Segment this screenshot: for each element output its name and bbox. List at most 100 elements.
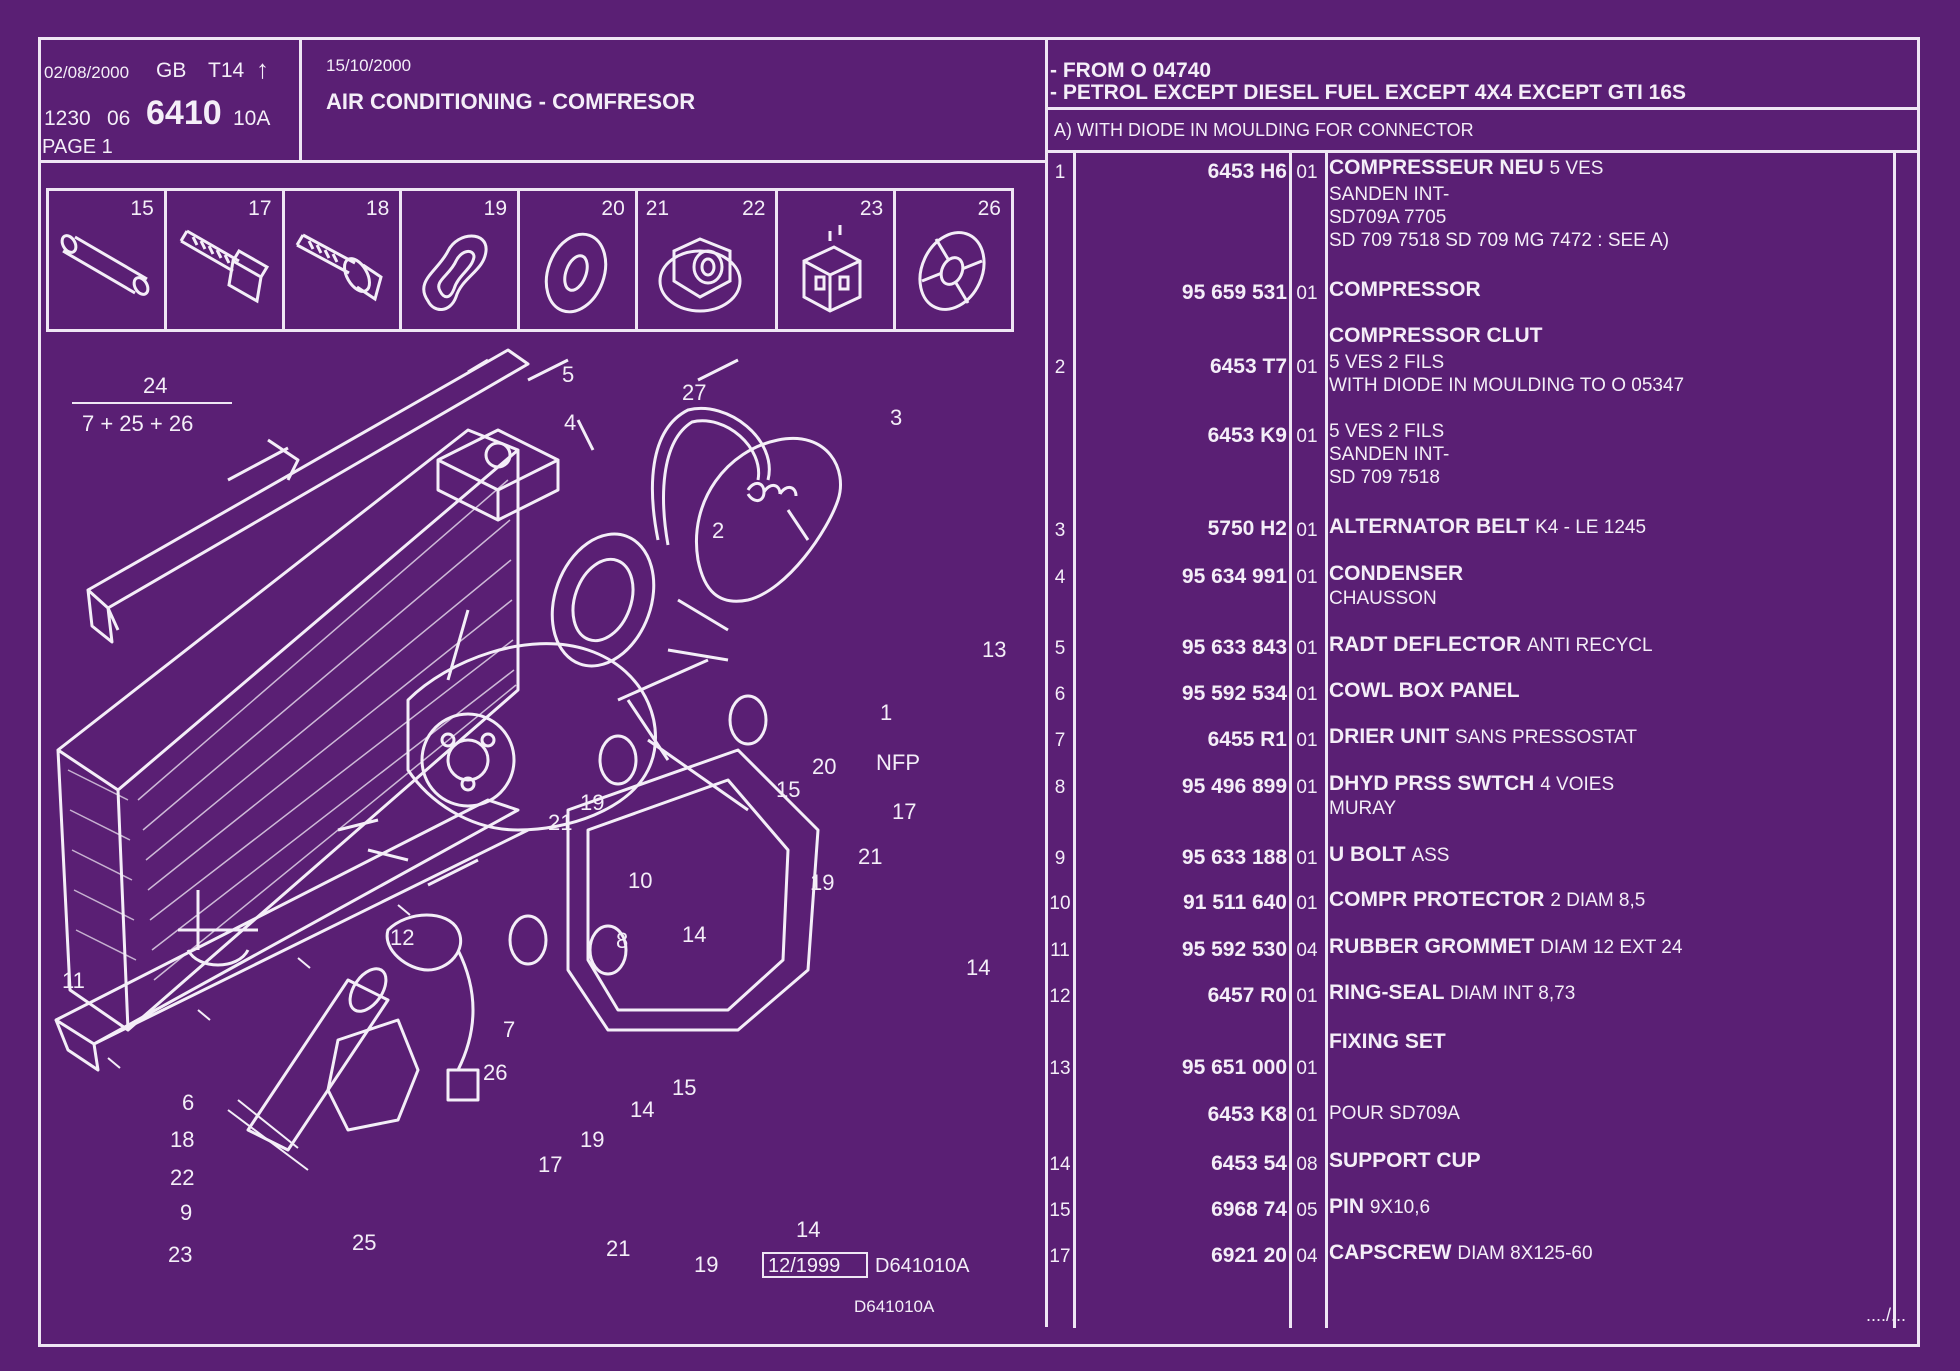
callout-25: 25 — [352, 1230, 377, 1255]
part-reference: 6453 T7 — [1209, 355, 1287, 378]
formula-rule — [72, 402, 232, 404]
part-quantity: 05 — [1296, 1200, 1318, 1221]
stamp-date: 12/1999 — [768, 1255, 841, 1277]
part-description: PIN 9X10,6 — [1329, 1195, 1431, 1218]
callout-10: 10 — [628, 868, 653, 893]
part-detail-line: 5 VES 2 FILS — [1329, 421, 1445, 442]
callout-12: 12 — [390, 925, 415, 950]
part-description: ALTERNATOR BELT K4 - LE 1245 — [1329, 515, 1647, 538]
part-quantity: 01 — [1296, 283, 1318, 304]
part-quantity: 01 — [1296, 893, 1318, 914]
u-bolt-shape — [178, 890, 258, 967]
row-index: 7 — [1054, 730, 1066, 751]
callout-2: 2 — [712, 518, 725, 543]
alternator-belt-shape — [650, 407, 771, 546]
header-condition-engine: - PETROL EXCEPT DIESEL FUEL EXCEPT 4X4 E… — [1050, 81, 1686, 104]
callout-14b: 14 — [966, 955, 991, 980]
up-arrow-icon: ↑ — [256, 54, 269, 84]
callout-19: 19 — [580, 790, 605, 815]
shim-disc-icon — [918, 231, 986, 311]
part-quantity: 01 — [1296, 684, 1318, 705]
part-quantity: 01 — [1296, 357, 1318, 378]
flange-bolt-icon — [295, 233, 383, 302]
callout-19b: 19 — [810, 870, 835, 895]
column-divider-qty — [1325, 150, 1328, 1328]
part-quantity: 01 — [1296, 1105, 1318, 1126]
stamp-ref: D641010A — [875, 1255, 970, 1277]
part-quantity: 08 — [1296, 1154, 1318, 1175]
gasket-icon — [422, 234, 488, 311]
thumb-gasket: 19 — [402, 191, 520, 329]
part-quantity: 01 — [1296, 777, 1318, 798]
part-quantity: 01 — [1296, 520, 1318, 541]
part-detail-line: SD 709 7518 SD 709 MG 7472 : SEE A) — [1329, 230, 1670, 251]
row-index: 15 — [1049, 1200, 1071, 1221]
formula-top: 24 — [143, 373, 168, 398]
part-description: COWL BOX PANEL — [1329, 679, 1520, 702]
part-reference: 95 633 843 — [1181, 636, 1287, 659]
part-reference: 6455 R1 — [1207, 728, 1287, 751]
part-quantity: 01 — [1296, 638, 1318, 659]
part-quantity: 04 — [1296, 940, 1318, 961]
column-divider-right — [1893, 150, 1896, 1328]
callout-5: 5 — [562, 362, 575, 387]
callout-9: 9 — [180, 1200, 193, 1225]
column-divider-ref — [1289, 150, 1292, 1328]
row-index: 6 — [1054, 684, 1066, 705]
callout-17b: 17 — [538, 1152, 563, 1177]
part-reference: 95 659 531 — [1181, 281, 1287, 304]
callout-14c: 14 — [630, 1097, 655, 1122]
flange-nut-icon — [658, 237, 742, 313]
cowl-box-panel-shape — [54, 798, 529, 1072]
capscrew-icon — [179, 229, 269, 304]
row-index: 9 — [1054, 848, 1066, 869]
part-description: COMPR PROTECTOR 2 DIAM 8,5 — [1329, 888, 1646, 911]
part-description: DRIER UNIT SANS PRESSOSTAT — [1329, 725, 1637, 748]
radiator-deflector-shape — [86, 348, 530, 644]
callout-13: 13 — [982, 637, 1007, 662]
header-note-a: A) WITH DIODE IN MOULDING FOR CONNECTOR — [1054, 120, 1474, 140]
callout-nfp: NFP — [876, 750, 920, 775]
part-quantity: 01 — [1296, 567, 1318, 588]
header-variant: 10A — [233, 107, 271, 130]
part-description: RUBBER GROMMET DIAM 12 EXT 24 — [1329, 935, 1683, 958]
page-title: AIR CONDITIONING - COMFRESOR — [326, 89, 696, 114]
drier-unit-shape — [246, 978, 390, 1152]
conditions-divider — [1045, 107, 1920, 110]
callout-1: 1 — [880, 700, 893, 725]
part-reference: 6968 74 — [1211, 1198, 1287, 1221]
part-description: COMPRESSOR — [1329, 278, 1481, 301]
pin-icon — [60, 234, 150, 296]
document-frame — [38, 37, 1920, 1347]
washer-icon — [544, 232, 608, 314]
pressure-switch-shape — [385, 913, 480, 1102]
header-condition-from: - FROM O 04740 — [1050, 59, 1212, 82]
callout-11: 11 — [62, 968, 85, 993]
callout-23: 23 — [168, 1242, 193, 1267]
drier-insert-box-shape — [436, 428, 560, 522]
thumb-pin: 15 — [49, 191, 167, 329]
part-detail-line: 5 VES 2 FILS — [1329, 352, 1445, 373]
row-index: 11 — [1050, 940, 1070, 961]
hardware-thumbnail-strip: 15 17 18 19 20 21 22 23 — [46, 188, 1014, 332]
callout-19c: 19 — [580, 1127, 605, 1152]
support-tray-shape — [566, 748, 820, 1032]
part-reference: 95 651 000 — [1181, 1056, 1287, 1079]
callout-14d: 14 — [796, 1217, 821, 1242]
callout-7: 7 — [503, 1017, 516, 1042]
callout-18: 18 — [170, 1127, 195, 1152]
row-index: 3 — [1054, 520, 1066, 541]
part-description: FIXING SET — [1329, 1030, 1446, 1053]
thumb-clip: 23 — [778, 191, 897, 329]
part-quantity: 01 — [1296, 730, 1318, 751]
header-plate-number: 6410 — [146, 94, 222, 132]
row-index: 17 — [1049, 1246, 1071, 1267]
part-detail-line: WITH DIODE IN MOULDING TO O 05347 — [1329, 375, 1685, 396]
part-quantity: 01 — [1296, 986, 1318, 1007]
part-description: DHYD PRSS SWTCH 4 VOIES — [1329, 772, 1615, 795]
callout-3: 3 — [890, 405, 903, 430]
part-detail-line: POUR SD709A — [1329, 1103, 1460, 1124]
part-reference: 95 592 534 — [1181, 682, 1287, 705]
fixing-set-shape — [695, 437, 842, 603]
part-reference: 6453 H6 — [1207, 160, 1287, 183]
